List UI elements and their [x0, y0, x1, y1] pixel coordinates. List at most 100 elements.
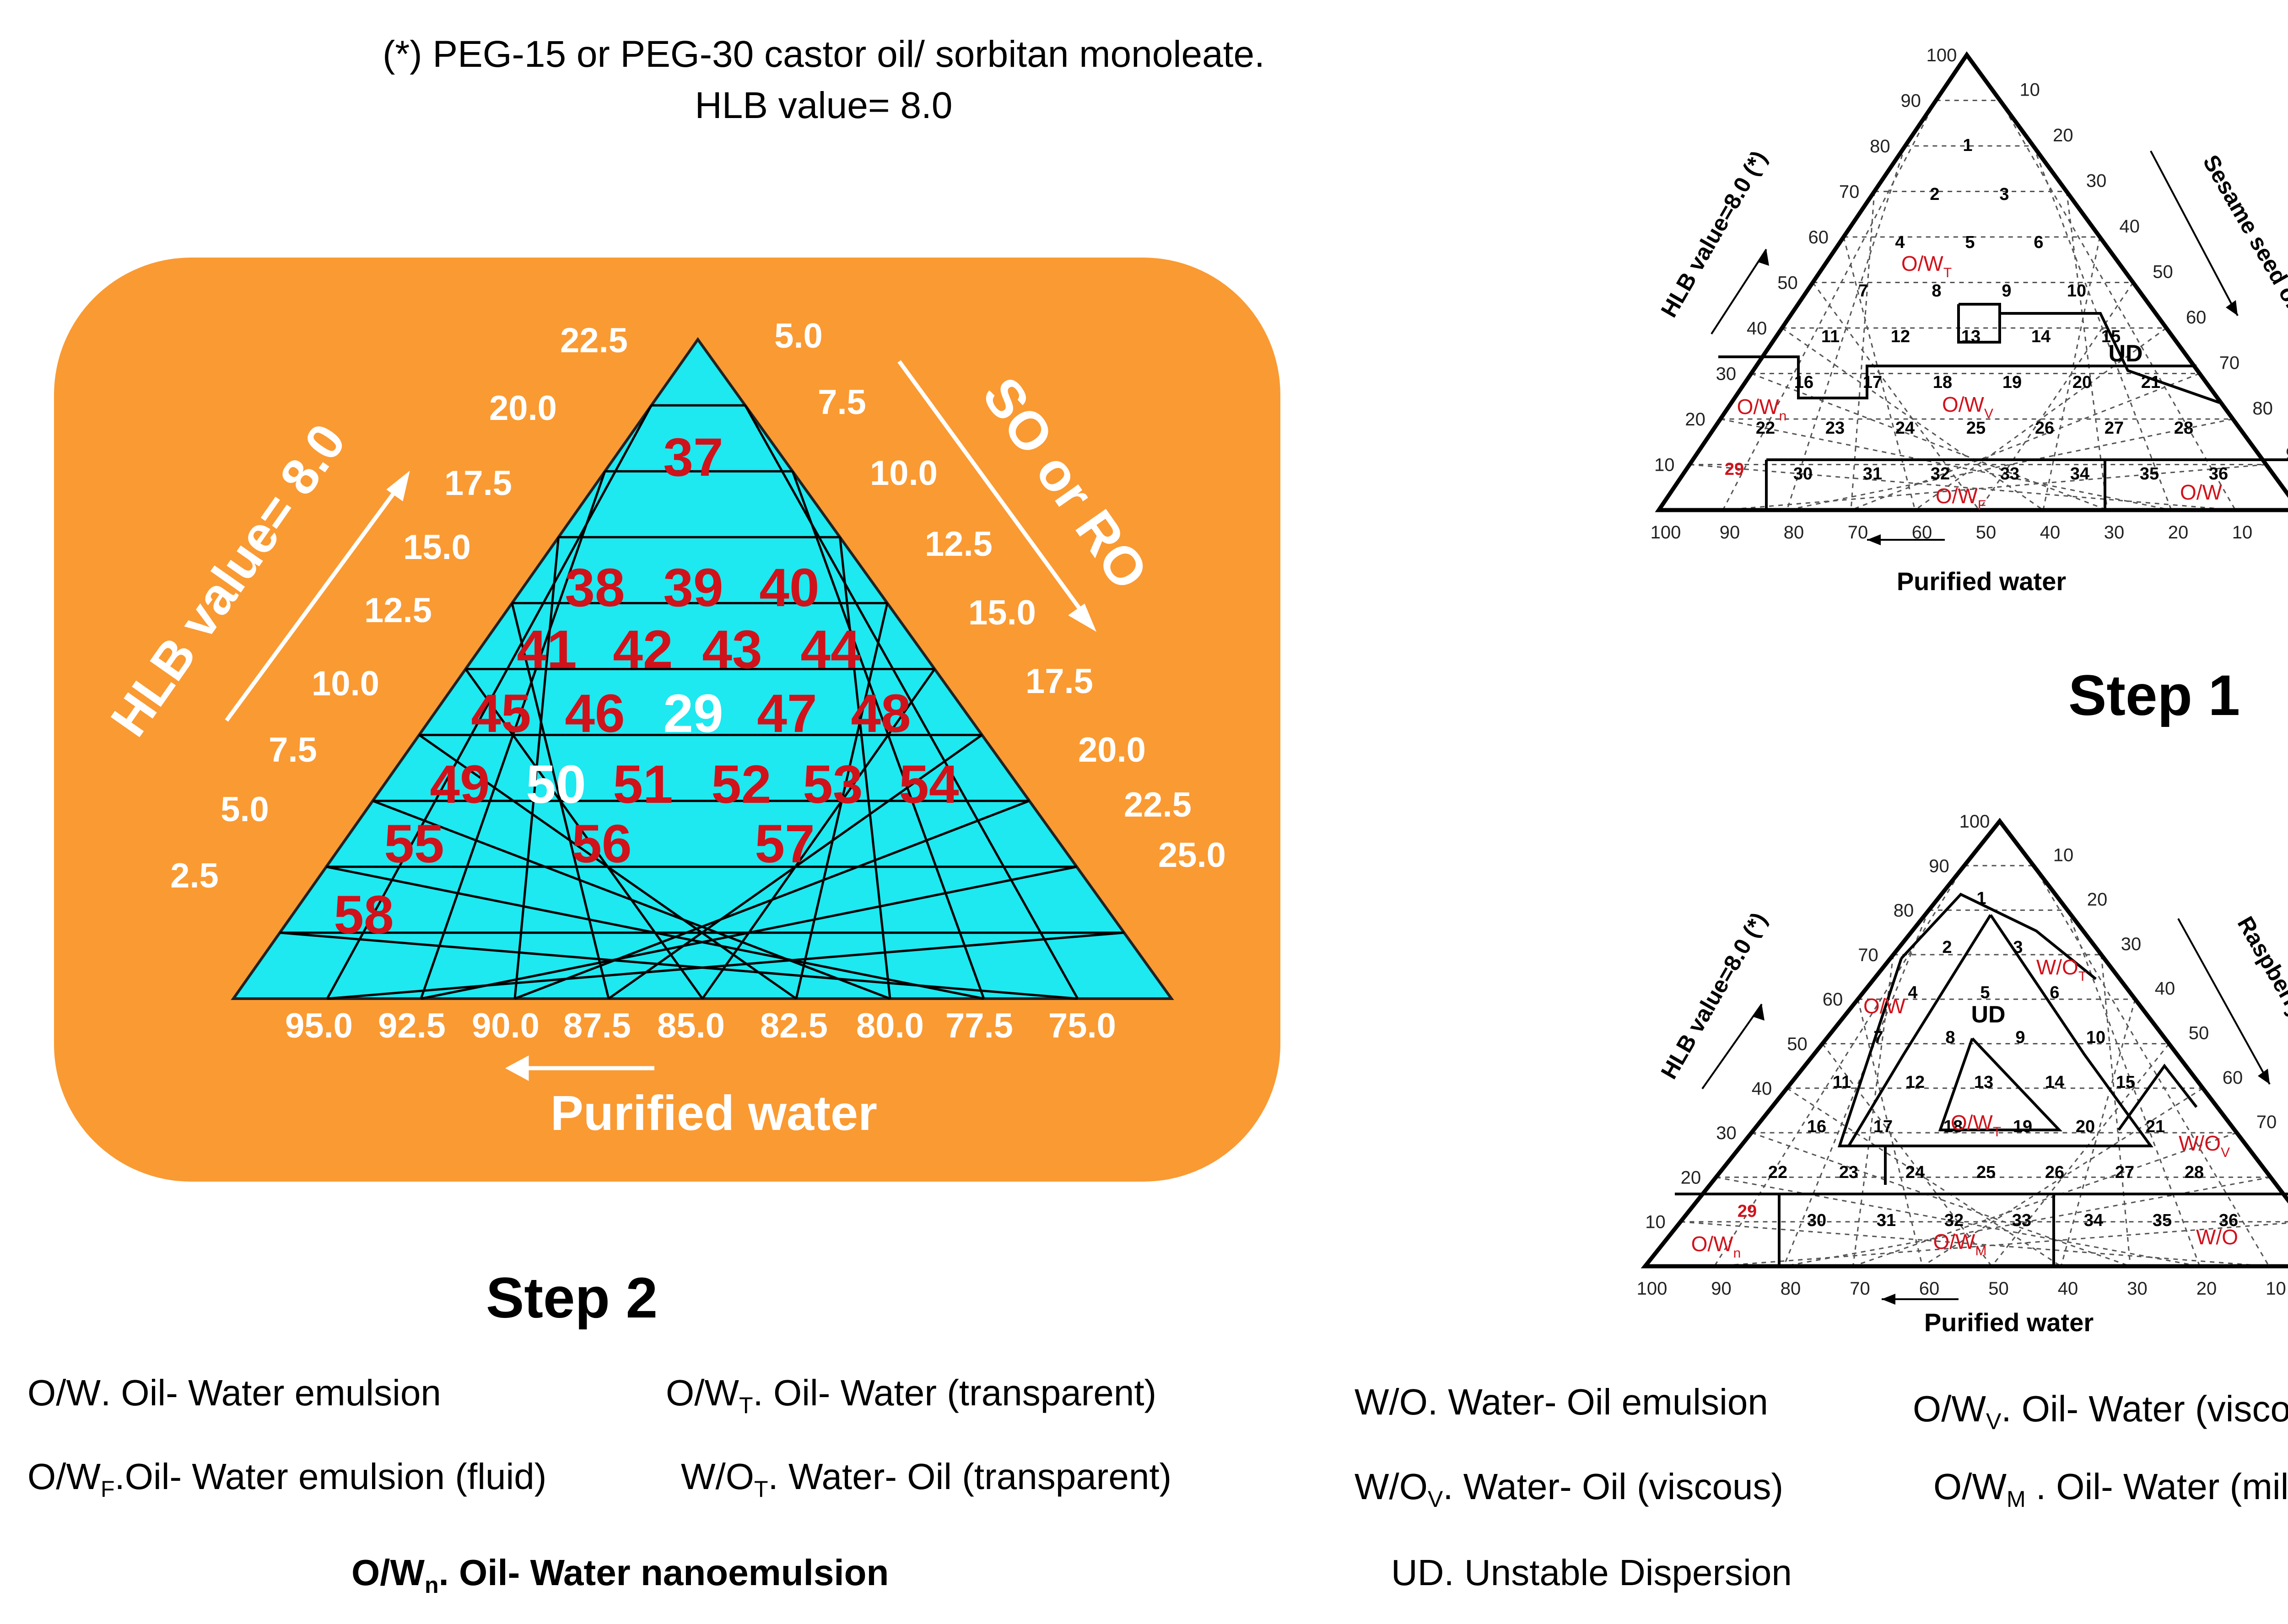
step2-bottom-tick: 77.5 [945, 1006, 1013, 1045]
small-point-number: 4 [1895, 233, 1905, 252]
step2-point-label: 48 [851, 683, 911, 744]
small-grid-line [1680, 1221, 2269, 1267]
small-left-tick: 30 [1716, 1123, 1737, 1143]
step2-point-label: 41 [517, 619, 577, 680]
step2-grid-line-a [280, 931, 1078, 1000]
small-point-number: 17 [1873, 1117, 1893, 1136]
small-left-arrowhead [1754, 1004, 1765, 1021]
small-point-number: 36 [2219, 1211, 2238, 1230]
step2-grid-line-b [701, 668, 936, 1000]
small-grid-line [2066, 191, 2108, 511]
small-point-number: 11 [1833, 1073, 1851, 1092]
small-point-number: 29 [1738, 1202, 1757, 1221]
small-right-tick: 90 [2286, 444, 2288, 464]
step2-bottom-tick: 82.5 [760, 1006, 828, 1045]
small-point-number: 13 [1961, 327, 1980, 346]
region-boundary [2117, 1063, 2198, 1131]
legend-item-owf: O/WF.Oil- Water emulsion (fluid) [27, 1456, 547, 1502]
step2-bottom-arrowhead [505, 1055, 529, 1081]
step2-left-tick: 5.0 [221, 790, 269, 829]
header-hlb-value: HLB value= 8.0 [695, 85, 953, 126]
step2-grid-line-a [464, 668, 704, 1000]
small-point-number: 22 [1768, 1163, 1787, 1182]
small-point-number: 6 [2050, 983, 2059, 1002]
small-point-number: 3 [1999, 185, 2009, 204]
small-left-tick: 30 [1716, 364, 1737, 384]
small-point-number: 9 [2015, 1028, 2025, 1047]
small-left-arrow [1711, 248, 1767, 335]
small-right-tick: 50 [2189, 1023, 2209, 1043]
small-point-number: 18 [1943, 1117, 1963, 1136]
small-point-number: 34 [2070, 464, 2089, 484]
small-point-number: 8 [1945, 1028, 1955, 1047]
small-point-number: 9 [2002, 281, 2011, 301]
small-grid-line [1822, 1043, 1992, 1267]
small-right-tick: 70 [2256, 1112, 2277, 1132]
region-boundary [1846, 914, 2153, 1147]
step2-point-label: 51 [613, 754, 673, 815]
small-triangle-outline [1640, 817, 2288, 1269]
small-region-label: O/W [2180, 480, 2223, 504]
step2-bottom-axis-title: Purified water [550, 1085, 877, 1140]
small-point-number: 18 [1933, 373, 1952, 392]
small-right-tick: 30 [2086, 171, 2107, 191]
small-right-tick: 60 [2223, 1068, 2243, 1088]
step2-right-axis-arrow [897, 360, 1086, 617]
legend-item-wov: W/OV. Water- Oil (viscous) [1354, 1466, 1784, 1512]
step2-point-label: 39 [663, 558, 723, 618]
small-point-number: 8 [1932, 281, 1941, 301]
step2-left-tick: 12.5 [364, 591, 432, 630]
small-point-number: 34 [2084, 1211, 2103, 1230]
step2-bottom-tick: 85.0 [657, 1006, 725, 1045]
step2-bottom-tick: 87.5 [563, 1006, 631, 1045]
small-right-tick: 60 [2186, 307, 2207, 328]
step2-point-label: 55 [384, 814, 444, 874]
step2-right-tick: 10.0 [870, 454, 938, 493]
step2-grid [280, 404, 1124, 1000]
small-bottom-tick: 50 [1976, 522, 1997, 543]
step2-left-tick: 2.5 [170, 856, 219, 895]
small-region-label: W/OV [2179, 1131, 2230, 1160]
small-bottom-tick: 10 [2266, 1279, 2286, 1299]
step2-left-arrowhead [386, 470, 410, 501]
step2-grid-line-b [514, 800, 1030, 1000]
small-left-tick: 40 [1752, 1079, 1772, 1099]
small-left-tick: 60 [1823, 989, 1843, 1010]
small-point-number: 4 [1908, 983, 1917, 1002]
step2-point-label: 46 [565, 683, 625, 744]
small-grid-line [1978, 282, 2134, 511]
small-grid-line [1786, 418, 2233, 511]
step2-bottom-tick: 75.0 [1048, 1006, 1116, 1045]
small-point-number: 7 [1873, 1028, 1883, 1047]
small-grid-line [1851, 373, 2200, 511]
step2-point-label: 38 [565, 558, 625, 618]
step2-point-label: 52 [711, 754, 771, 815]
small-bottom-tick: 100 [1651, 522, 1681, 543]
step2-left-tick: 20.0 [489, 389, 557, 428]
legend-item-wot: W/OT. Water- Oil (transparent) [681, 1456, 1172, 1502]
small-point-number: 33 [2012, 1211, 2031, 1230]
small-grid-line [1915, 327, 2167, 511]
small-region-label: O/WM [1933, 1230, 1987, 1258]
small-left-tick: 20 [1685, 409, 1705, 430]
small-point-number: 32 [1944, 1211, 1964, 1230]
step2-point-label: 45 [471, 683, 531, 744]
small-bottom-arrowhead [1882, 1294, 1895, 1305]
small-bottom-tick: 40 [2040, 522, 2061, 543]
step2-right-tick: 22.5 [1124, 785, 1192, 824]
small-region-label: W/O [2196, 1225, 2238, 1249]
legend-item-ud: UD. Unstable Dispersion [1391, 1552, 1792, 1593]
small-bottom-tick: 10 [2232, 522, 2253, 543]
small-left-tick: 60 [1808, 227, 1829, 247]
small-point-number: 31 [1877, 1211, 1896, 1230]
small-point-number: 14 [2031, 327, 2051, 346]
small-point-number: 11 [1821, 327, 1840, 346]
small-bottom-tick: 70 [1848, 522, 1868, 543]
step2-grid-line-b [327, 931, 1124, 1000]
small-point-number: 21 [2141, 373, 2160, 392]
small-right-arrow [2177, 918, 2271, 1085]
legend-item-wo: W/O. Water- Oil emulsion [1354, 1382, 1768, 1422]
small-right-tick: 80 [2252, 398, 2273, 419]
small-point-number: 30 [1807, 1211, 1826, 1230]
